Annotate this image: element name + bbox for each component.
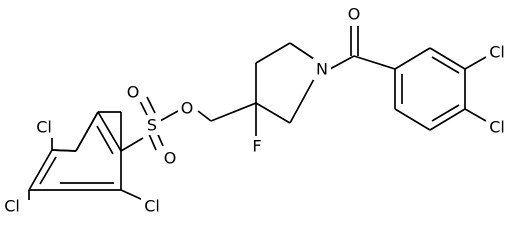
- atom-fluorine: F: [249, 136, 265, 156]
- bond: [97, 111, 122, 152]
- svg-text:Cl: Cl: [36, 118, 52, 137]
- bond: [329, 55, 355, 70]
- bond: [51, 149, 77, 152]
- bond: [464, 108, 487, 122]
- bond: [28, 149, 53, 191]
- bond: [429, 47, 466, 70]
- bond: [159, 110, 179, 122]
- aromatic-bond: [431, 56, 460, 74]
- bond: [353, 55, 396, 70]
- bond: [148, 133, 157, 151]
- atom-cl-34-a: Cl: [486, 41, 508, 63]
- svg-text:O: O: [164, 149, 177, 168]
- atom-cl-2-5-tri-b: Cl: [1, 196, 23, 216]
- svg-text:F: F: [252, 137, 261, 156]
- bond: [289, 78, 315, 124]
- bond: [464, 56, 487, 70]
- bond: [139, 100, 149, 118]
- bond: [394, 47, 431, 70]
- atom-sulfonyl-o-bottom: O: [161, 148, 179, 168]
- atom-cl-34-b: Cl: [486, 116, 508, 138]
- svg-text:Cl: Cl: [144, 197, 160, 216]
- bond: [289, 42, 315, 60]
- bond: [210, 102, 257, 122]
- bond: [146, 96, 156, 114]
- aromatic-bond: [39, 156, 57, 185]
- svg-text:O: O: [181, 99, 194, 118]
- atom-sulfonyl-o-top: O: [124, 82, 142, 102]
- svg-text:Cl: Cl: [4, 197, 20, 216]
- structure-canvas: Cl Cl Cl S O O O F N O Cl Cl: [1, 4, 508, 216]
- svg-text:Cl: Cl: [489, 43, 505, 62]
- bond: [120, 137, 144, 152]
- atom-sulfur: S: [143, 115, 161, 135]
- svg-text:O: O: [127, 83, 140, 102]
- bond: [255, 102, 291, 124]
- svg-text:Cl: Cl: [489, 118, 505, 137]
- svg-text:N: N: [316, 60, 328, 79]
- svg-text:O: O: [348, 5, 361, 24]
- atom-nitrogen: N: [313, 58, 331, 80]
- aromatic-bond: [96, 125, 114, 155]
- atom-carbonyl-o: O: [345, 4, 363, 24]
- molecule-structure: Cl Cl Cl S O O O F N O Cl Cl: [1, 4, 508, 216]
- bond: [120, 189, 144, 201]
- bond: [429, 108, 466, 131]
- bond: [197, 110, 212, 122]
- bond: [255, 42, 291, 64]
- aromatic-bond: [431, 104, 460, 122]
- svg-text:S: S: [147, 116, 157, 135]
- bond: [75, 111, 99, 152]
- atom-ester-o: O: [178, 98, 196, 118]
- bond: [394, 108, 431, 131]
- atom-cl-2-5-tri-c: Cl: [141, 196, 163, 216]
- atom-cl-2-5-tri-a: Cl: [33, 116, 55, 138]
